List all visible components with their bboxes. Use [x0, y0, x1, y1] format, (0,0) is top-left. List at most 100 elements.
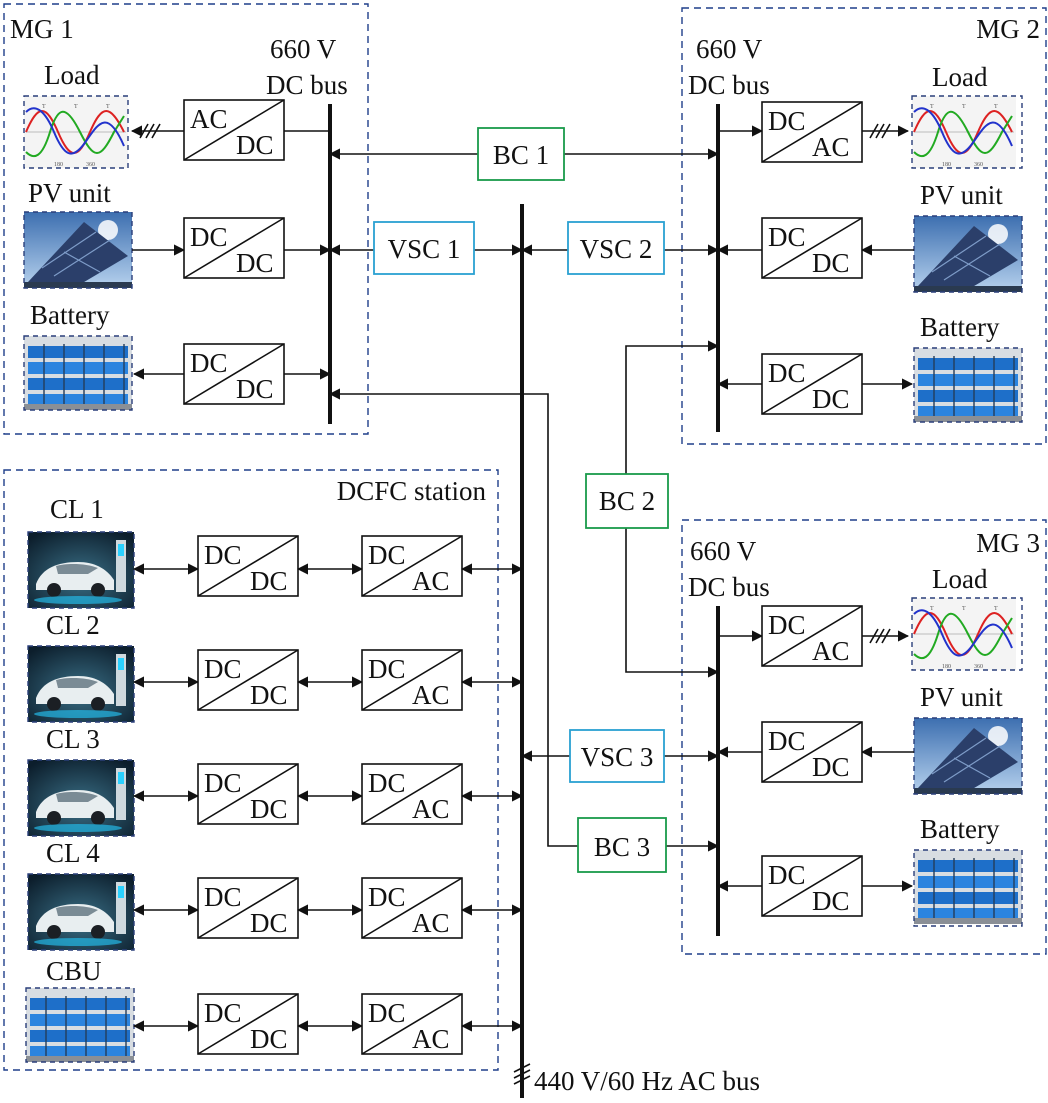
mg3-load-waveform-icon	[911, 597, 1017, 671]
svg-text:DC: DC	[368, 540, 406, 570]
svg-text:DC: DC	[812, 248, 850, 278]
mg2-region	[681, 7, 1047, 445]
svg-text:DC: DC	[204, 882, 242, 912]
cl2-electric-car-charging-icon	[28, 646, 134, 722]
mg3-battery-converter: DC DC	[761, 855, 863, 917]
vsc3-box: VSC 3	[569, 729, 665, 783]
svg-text:DC: DC	[812, 886, 850, 916]
mg2-load-converter: DC AC	[761, 101, 863, 163]
mg2-pv-label: PV unit	[920, 180, 1003, 210]
svg-text:DC: DC	[368, 654, 406, 684]
svg-text:DC: DC	[368, 768, 406, 798]
dcfc-row-cl2: CL 2 DC DC DC AC	[27, 610, 524, 723]
cl1-label: CL 1	[50, 494, 104, 524]
cl1-electric-car-charging-icon	[28, 532, 134, 608]
bc2-box: BC 2	[585, 473, 669, 529]
mg1-title: MG 1	[10, 14, 74, 44]
mg3-battery-label: Battery	[920, 814, 1000, 844]
mg2-load-waveform-icon	[911, 95, 1017, 169]
mg2-solar-panel-icon	[913, 215, 1023, 293]
svg-text:DC: DC	[368, 882, 406, 912]
svg-text:DC: DC	[250, 680, 288, 710]
mg3-load-phase-ticks	[869, 628, 891, 644]
mg2-battery-rack-icon	[913, 347, 1023, 423]
svg-text:DC: DC	[204, 998, 242, 1028]
mg3-region	[681, 519, 1047, 955]
mg1-load-waveform-icon	[23, 95, 129, 169]
svg-text:DC: DC	[204, 654, 242, 684]
svg-text:BC 1: BC 1	[493, 140, 549, 170]
svg-text:DC: DC	[250, 1024, 288, 1054]
cl4-electric-car-charging-icon	[28, 874, 134, 950]
mg2-dcbus-label: DC bus	[688, 70, 770, 100]
mg1-solar-panel-icon	[23, 211, 133, 289]
dcfc-row-cl1: CL 1 DC DC DC AC	[27, 494, 524, 609]
mg1-battery-label: Battery	[30, 300, 110, 330]
svg-text:DC: DC	[204, 540, 242, 570]
mg3-title: MG 3	[976, 528, 1040, 558]
mg3-load-label: Load	[932, 564, 988, 594]
mg3-dcbus-voltage: 660 V	[690, 536, 757, 566]
ac-bus-label: 440 V/60 Hz AC bus	[534, 1066, 760, 1096]
svg-text:DC: DC	[190, 348, 228, 378]
svg-text:AC: AC	[812, 132, 850, 162]
dcfc-title: DCFC station	[337, 476, 487, 506]
svg-text:DC: DC	[236, 374, 274, 404]
mg1-pv-converter: DC DC	[183, 217, 285, 279]
svg-text:DC: DC	[250, 908, 288, 938]
svg-text:AC: AC	[412, 566, 450, 596]
mg1-battery-converter: DC DC	[183, 343, 285, 405]
svg-text:DC: DC	[204, 768, 242, 798]
svg-text:DC: DC	[768, 358, 806, 388]
svg-text:DC: DC	[768, 610, 806, 640]
cbu-battery-rack-icon	[25, 987, 135, 1063]
svg-text:DC: DC	[768, 726, 806, 756]
svg-text:DC: DC	[250, 566, 288, 596]
mg2-load-phase-ticks	[869, 123, 891, 139]
svg-text:BC 3: BC 3	[594, 832, 650, 862]
vsc1-box: VSC 1	[373, 221, 475, 275]
mg1-region	[3, 3, 369, 435]
svg-text:DC: DC	[250, 794, 288, 824]
mg1-battery-rack-icon	[23, 335, 133, 411]
svg-text:DC: DC	[768, 106, 806, 136]
bc3-box: BC 3	[577, 817, 667, 873]
vsc2-box: VSC 2	[567, 221, 665, 275]
cl3-electric-car-charging-icon	[28, 760, 134, 836]
svg-text:VSC 1: VSC 1	[388, 234, 461, 264]
cl3-label: CL 3	[46, 724, 100, 754]
svg-text:AC: AC	[412, 1024, 450, 1054]
ac-bus-phase-ticks	[513, 1063, 531, 1085]
svg-text:VSC 3: VSC 3	[581, 742, 654, 772]
mg3-load-converter: DC AC	[761, 605, 863, 667]
cl4-label: CL 4	[46, 838, 100, 868]
dcfc-row-cl4: CL 4 DC DC DC AC	[27, 838, 524, 951]
svg-text:DC: DC	[768, 222, 806, 252]
svg-text:AC: AC	[412, 908, 450, 938]
cl2-label: CL 2	[46, 610, 100, 640]
bc1-box: BC 1	[477, 127, 565, 181]
dcfc-region	[3, 469, 499, 1071]
svg-text:DC: DC	[236, 248, 274, 278]
mg1-dcbus-voltage: 660 V	[270, 34, 337, 64]
mg3-pv-label: PV unit	[920, 682, 1003, 712]
svg-text:BC 2: BC 2	[599, 486, 655, 516]
mg1-load-converter: AC DC	[183, 99, 285, 161]
mg2-pv-converter: DC DC	[761, 217, 863, 279]
svg-text:DC: DC	[190, 222, 228, 252]
mg2-battery-label: Battery	[920, 312, 1000, 342]
svg-text:DC: DC	[812, 752, 850, 782]
svg-text:DC: DC	[236, 130, 274, 160]
mg2-load-label: Load	[932, 62, 988, 92]
svg-text:AC: AC	[412, 680, 450, 710]
mg1-load-label: Load	[44, 60, 100, 90]
mg3-dcbus-label: DC bus	[688, 572, 770, 602]
mg2-title: MG 2	[976, 14, 1040, 44]
dcfc-row-cl3: CL 3 DC DC DC AC	[27, 724, 524, 837]
svg-text:DC: DC	[812, 384, 850, 414]
mg3-solar-panel-icon	[913, 717, 1023, 795]
svg-text:DC: DC	[768, 860, 806, 890]
svg-text:DC: DC	[368, 998, 406, 1028]
cbu-label: CBU	[46, 956, 102, 986]
